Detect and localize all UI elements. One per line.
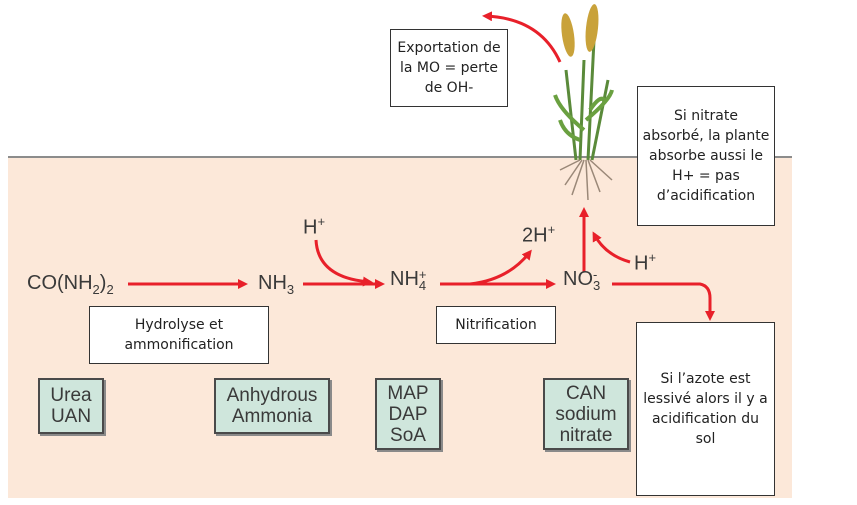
nitrate-formula: NO-3	[563, 266, 601, 293]
ammonia-formula: NH3	[258, 272, 295, 297]
h-plus-right-label: H+	[634, 250, 657, 275]
arrow-h-plus-uptake	[592, 231, 631, 264]
note-nitrate-absorbed: Si nitrate absorbé, la plante absorbe au…	[637, 86, 775, 226]
arrow-leaching	[612, 282, 715, 321]
arrow-2h-plus-out	[469, 249, 532, 286]
note-exportation: Exportation de la MO = perte de OH-	[390, 29, 508, 107]
product-can-sodium-nitrate: CAN sodium nitrate	[543, 378, 629, 450]
product-anhydrous-ammonia: Anhydrous Ammonia	[214, 378, 330, 434]
plant-illustration	[553, 4, 614, 201]
arrow-h-plus-in	[314, 239, 373, 287]
note-nitrification: Nitrification	[436, 306, 556, 344]
h-plus-top-label: H+	[303, 214, 326, 239]
two-h-plus-label: 2H+	[522, 222, 556, 247]
arrow-export	[482, 11, 562, 63]
note-leaching: Si l’azote est lessivé alors il y a acid…	[636, 322, 775, 496]
product-map-dap-soa: MAP DAP SoA	[375, 378, 441, 450]
urea-formula: CO(NH2)2	[27, 272, 114, 297]
note-hydrolysis: Hydrolyse et ammonification	[89, 306, 269, 364]
product-urea-uan: Urea UAN	[38, 378, 104, 434]
ammonium-formula: NH+4	[390, 266, 427, 293]
